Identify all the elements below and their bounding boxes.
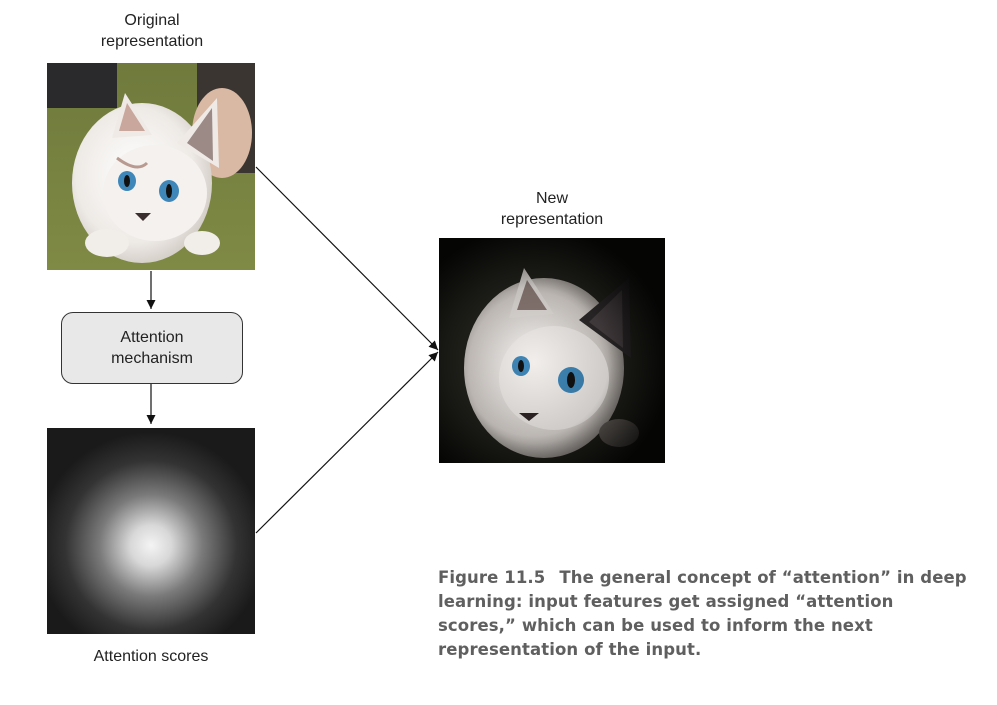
figure-number: Figure 11.5 [438,568,546,587]
new-representation-label: New representation [462,188,642,230]
caption-text: The general concept of “attention” in de… [438,568,967,659]
original-label-line1: Original [124,12,180,29]
mechanism-line1: Attention [120,329,184,346]
original-cat-image [47,63,255,270]
new-cat-image [439,238,665,463]
arrow-scores-to-new [255,351,439,534]
attention-scores-image [47,428,255,634]
new-label-line1: New [535,190,568,207]
arrow-original-to-new [255,166,439,351]
mechanism-line2: mechanism [111,350,193,367]
attention-scores-label: Attention scores [93,648,209,665]
attention-mechanism-box: Attention mechanism [61,312,243,384]
new-label-line2: representation [500,211,604,228]
original-representation-label: Original representation [62,10,242,52]
original-label-line2: representation [100,33,204,50]
